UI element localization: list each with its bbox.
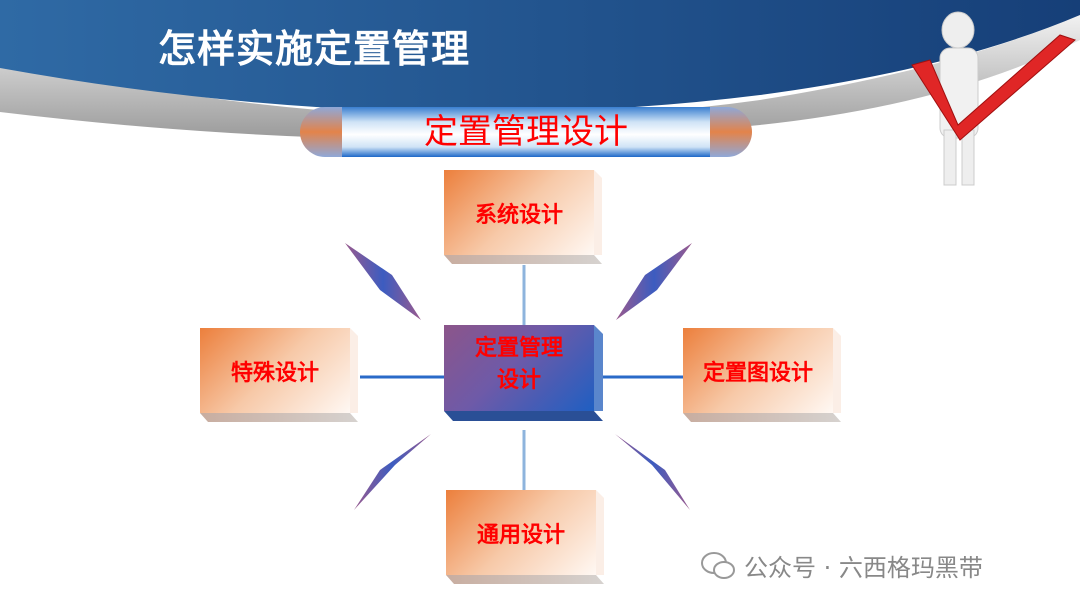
node-general-design: 通用设计	[446, 490, 596, 575]
ray-top-right	[616, 243, 692, 320]
center-line2: 设计	[496, 368, 541, 393]
node-system-design: 系统设计	[444, 170, 594, 255]
center-node: 定置管理 设计	[444, 325, 594, 411]
node-label: 定置图设计	[702, 360, 813, 386]
watermark: 公众号 · 六西格玛黑带	[700, 548, 983, 583]
node-special-design: 特殊设计	[200, 328, 350, 413]
node-label: 通用设计	[476, 522, 565, 548]
ray-top-left	[345, 243, 421, 320]
page-title: 怎样实施定置管理	[158, 27, 471, 71]
center-line1: 定置管理	[474, 336, 563, 361]
banner-pill: 定置管理设计	[300, 107, 752, 157]
node-layout-design: 定置图设计	[683, 328, 833, 413]
watermark-text: 公众号 · 六西格玛黑带	[744, 554, 983, 582]
node-label: 特殊设计	[230, 360, 319, 386]
wechat-icon	[701, 551, 735, 579]
banner-label: 定置管理设计	[342, 107, 710, 157]
node-label: 系统设计	[474, 202, 563, 228]
header-swoosh	[0, 0, 1080, 140]
ray-bottom-right	[615, 434, 690, 510]
person-checkmark-icon	[911, 11, 1076, 186]
ray-bottom-left	[354, 434, 431, 510]
